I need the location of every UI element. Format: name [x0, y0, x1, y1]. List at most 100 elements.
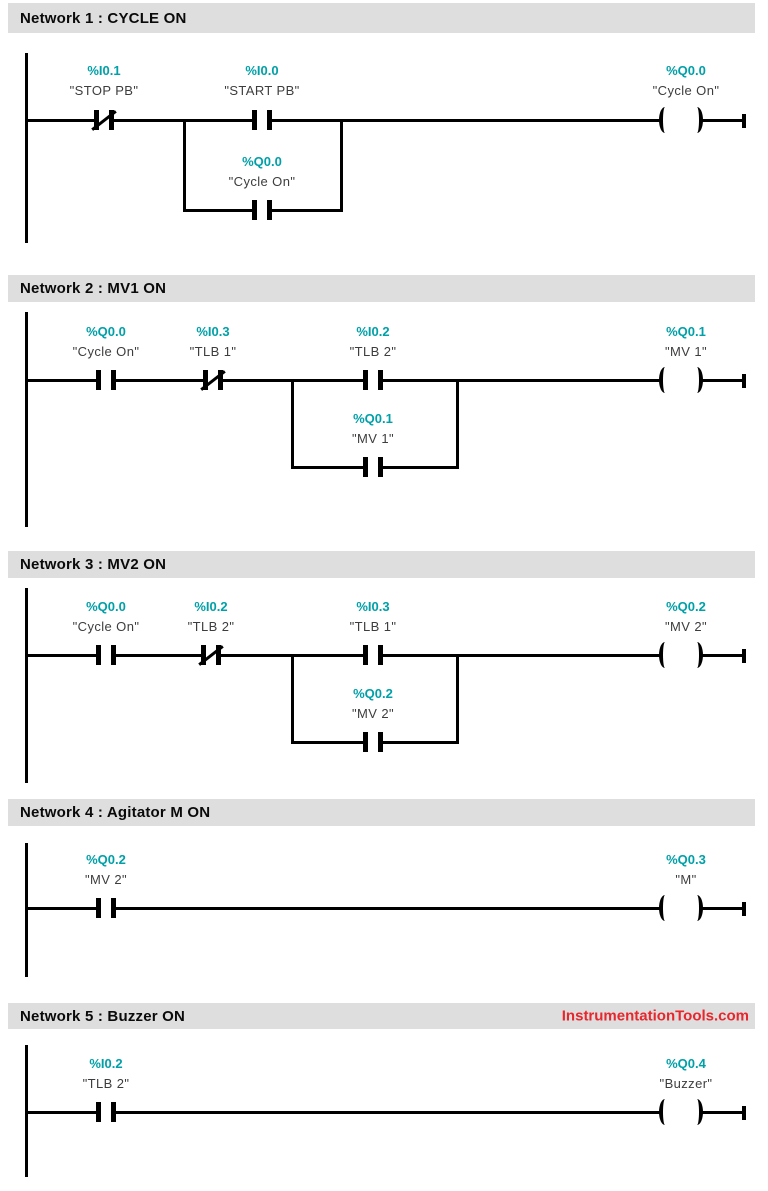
- address-label: %I0.3: [196, 324, 230, 339]
- coil-left-paren: [659, 367, 671, 393]
- network-title: Network 3 : MV2 ON: [20, 556, 167, 573]
- coil-gap: [661, 653, 701, 658]
- contact-bar: [378, 645, 383, 665]
- network-5-header: Network 5 : Buzzer ON InstrumentationToo…: [8, 1003, 755, 1029]
- address-label: %Q0.2: [353, 686, 393, 701]
- network-4-header: Network 4 : Agitator M ON: [8, 799, 755, 826]
- contact-bar: [111, 1102, 116, 1122]
- network-title: Network 4 : Agitator M ON: [20, 804, 211, 821]
- contact-bar: [111, 370, 116, 390]
- branch-left-drop: [291, 379, 294, 469]
- address-label: %Q0.2: [86, 852, 126, 867]
- contact-gap: [101, 378, 111, 383]
- tag-label: "TLB 2": [82, 1076, 130, 1091]
- coil-right-paren: [691, 1099, 703, 1125]
- contact-bar: [363, 645, 368, 665]
- address-label: %Q0.0: [666, 63, 706, 78]
- network-title: Network 1 : CYCLE ON: [20, 9, 187, 27]
- contact-bar: [96, 370, 101, 390]
- tag-label: "START PB": [224, 83, 300, 98]
- contact-bar: [111, 645, 116, 665]
- tag-label: "MV 1": [352, 431, 394, 446]
- rung-line: [25, 119, 746, 122]
- network-3-header: Network 3 : MV2 ON: [8, 551, 755, 578]
- coil-right-paren: [691, 895, 703, 921]
- contact-bar: [96, 645, 101, 665]
- contact-gap: [257, 208, 267, 213]
- left-power-rail: [25, 312, 28, 527]
- rung-line: [25, 654, 746, 657]
- rung-line: [25, 379, 746, 382]
- branch-right-drop: [340, 119, 343, 212]
- contact-bar: [378, 370, 383, 390]
- right-rail-terminal: [742, 1106, 746, 1120]
- contact-bar: [378, 457, 383, 477]
- network-title: Network 2 : MV1 ON: [20, 280, 167, 297]
- tag-label: "Cycle On": [72, 344, 140, 359]
- tag-label: "Buzzer": [659, 1076, 713, 1091]
- network-title: Network 5 : Buzzer ON: [20, 1007, 186, 1025]
- network-1-header: Network 1 : CYCLE ON: [8, 3, 755, 33]
- contact-gap: [101, 906, 111, 911]
- right-rail-terminal: [742, 374, 746, 388]
- address-label: %I0.2: [356, 324, 390, 339]
- contact-bar: [216, 645, 221, 665]
- contact-gap: [368, 740, 378, 745]
- coil-gap: [661, 1110, 701, 1115]
- left-power-rail: [25, 588, 28, 783]
- tag-label: "TLB 1": [189, 344, 237, 359]
- coil-right-paren: [691, 367, 703, 393]
- right-rail-terminal: [742, 649, 746, 663]
- contact-gap: [368, 653, 378, 658]
- contact-bar: [267, 200, 272, 220]
- address-label: %Q0.1: [353, 411, 393, 426]
- coil-left-paren: [659, 107, 671, 133]
- tag-label: "MV 2": [85, 872, 127, 887]
- tag-label: "Cycle On": [72, 619, 140, 634]
- right-rail-terminal: [742, 902, 746, 916]
- watermark: InstrumentationTools.com: [561, 1007, 749, 1025]
- address-label: %Q0.0: [86, 324, 126, 339]
- contact-gap: [257, 118, 267, 123]
- tag-label: "STOP PB": [69, 83, 139, 98]
- coil-right-paren: [691, 107, 703, 133]
- address-label: %Q0.0: [86, 599, 126, 614]
- coil-left-paren: [659, 895, 671, 921]
- tag-label: "MV 1": [665, 344, 707, 359]
- contact-bar: [203, 370, 208, 390]
- address-label: %I0.3: [356, 599, 390, 614]
- network-2-header: Network 2 : MV1 ON: [8, 275, 755, 302]
- address-label: %Q0.0: [242, 154, 282, 169]
- right-rail-terminal: [742, 114, 746, 128]
- left-power-rail: [25, 53, 28, 243]
- branch-right-drop: [456, 379, 459, 469]
- coil-left-paren: [659, 642, 671, 668]
- address-label: %Q0.2: [666, 599, 706, 614]
- contact-bar: [252, 200, 257, 220]
- tag-label: "Cycle On": [228, 174, 296, 189]
- coil-left-paren: [659, 1099, 671, 1125]
- address-label: %I0.2: [89, 1056, 123, 1071]
- contact-bar: [252, 110, 257, 130]
- branch-right-drop: [456, 654, 459, 744]
- coil-gap: [661, 378, 701, 383]
- contact-bar: [94, 110, 99, 130]
- contact-bar: [218, 370, 223, 390]
- address-label: %Q0.4: [666, 1056, 706, 1071]
- tag-label: "MV 2": [352, 706, 394, 721]
- contact-bar: [201, 645, 206, 665]
- rung-line: [25, 907, 746, 910]
- contact-bar: [378, 732, 383, 752]
- coil-gap: [661, 906, 701, 911]
- contact-bar: [363, 457, 368, 477]
- left-power-rail: [25, 843, 28, 977]
- contact-gap: [368, 378, 378, 383]
- contact-bar: [363, 732, 368, 752]
- tag-label: "MV 2": [665, 619, 707, 634]
- address-label: %I0.0: [245, 63, 279, 78]
- coil-gap: [661, 118, 701, 123]
- contact-bar: [111, 898, 116, 918]
- contact-gap: [368, 465, 378, 470]
- tag-label: "TLB 2": [187, 619, 235, 634]
